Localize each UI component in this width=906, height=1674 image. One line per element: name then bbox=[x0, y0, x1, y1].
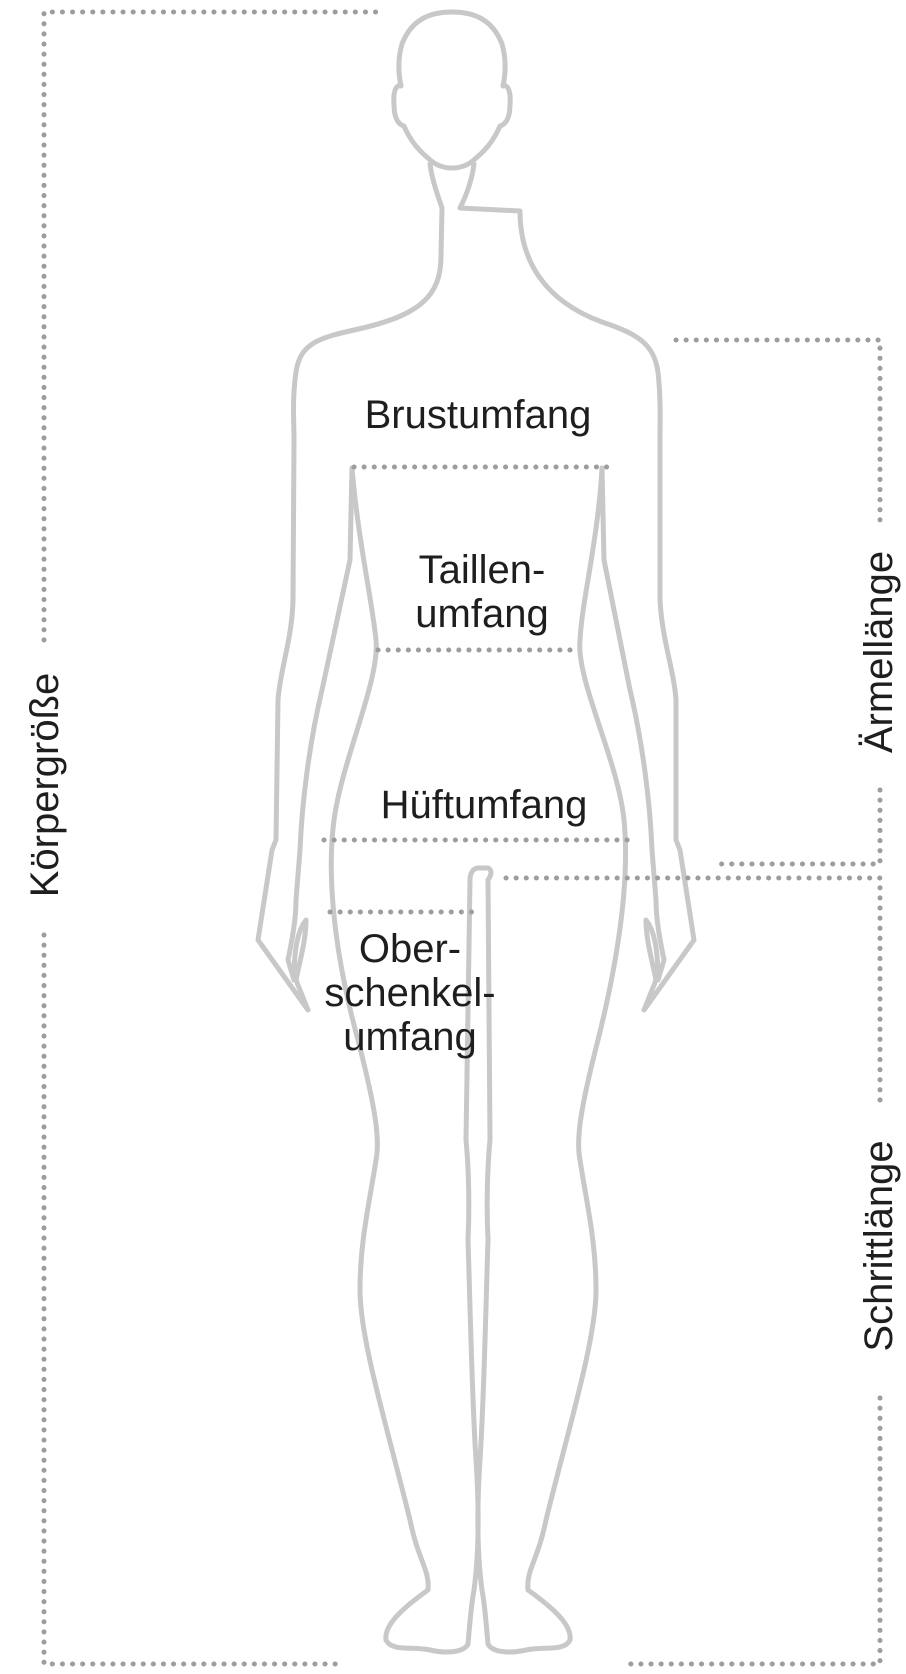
thigh-label-line-2: schenkel- bbox=[324, 971, 495, 1015]
waist-label-line-2: umfang bbox=[415, 592, 548, 636]
inseam-line-bottom bbox=[622, 1398, 880, 1664]
right-arm-outline bbox=[644, 440, 694, 1010]
right-arm-inner-outline bbox=[602, 468, 652, 850]
right-leg-outline bbox=[488, 1160, 596, 1652]
thigh-label-line-3: umfang bbox=[343, 1015, 476, 1059]
body-height-label: Körpergröße bbox=[23, 673, 67, 898]
waist-label-line-1: Taillen- bbox=[419, 548, 546, 592]
head-outline bbox=[394, 12, 510, 168]
inseam-label: Schrittlänge bbox=[857, 1140, 901, 1351]
left-arm-outline bbox=[258, 440, 308, 1010]
left-leg-outline bbox=[360, 1160, 468, 1652]
sleeve-length-line-top bbox=[676, 340, 880, 524]
thigh-label-line-1: Ober- bbox=[359, 927, 461, 971]
body-height-line-top bbox=[44, 12, 380, 640]
left-arm-inner-outline bbox=[300, 468, 352, 850]
body-height-line-bottom bbox=[44, 935, 345, 1664]
measurement-lines bbox=[44, 12, 880, 1664]
inseam-line-top bbox=[506, 878, 880, 1100]
hip-label: Hüftumfang bbox=[381, 783, 588, 827]
crotch-outline bbox=[470, 868, 491, 880]
measurement-labels: Körpergröße Brustumfang Taillen- umfang … bbox=[23, 393, 901, 1352]
chest-label: Brustumfang bbox=[365, 393, 592, 437]
sleeve-length-line-bottom bbox=[718, 790, 880, 864]
sleeve-length-label: Ärmellänge bbox=[857, 551, 901, 753]
body-silhouette bbox=[258, 12, 694, 1652]
